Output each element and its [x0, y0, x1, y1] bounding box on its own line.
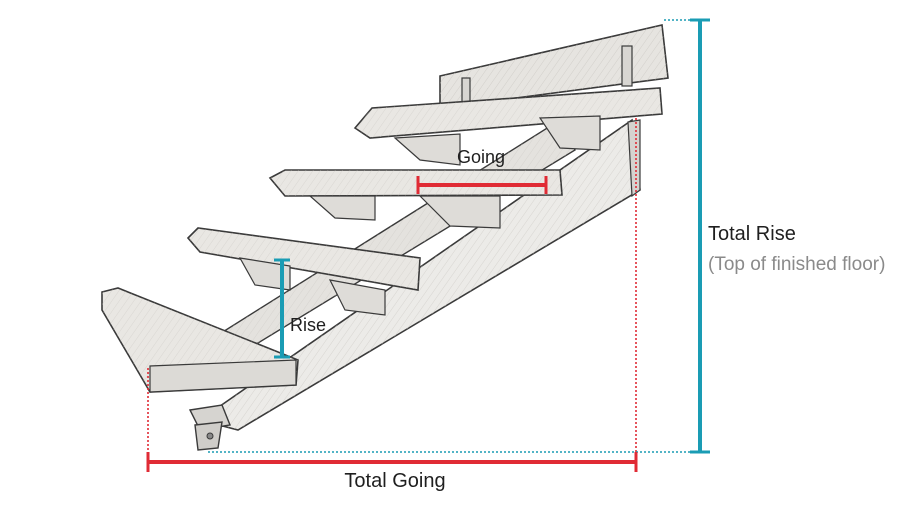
rise-dimension: [274, 258, 290, 359]
floor-beam: [439, 24, 669, 109]
tread-top: [353, 87, 663, 166]
going-dimension: [416, 176, 548, 194]
total-rise-label: Total Rise: [708, 223, 796, 245]
tread-second: [268, 169, 563, 229]
total-going-label: Total Going: [344, 470, 445, 492]
total-going-dimension: [146, 452, 638, 472]
total-rise-dimension: [690, 18, 710, 454]
tread-bottom: [101, 287, 299, 393]
base-bracket: [188, 404, 231, 451]
total-rise-note: (Top of finished floor): [708, 254, 885, 275]
tread-third: [186, 227, 421, 316]
rise-label: Rise: [290, 315, 326, 335]
going-label: Going: [457, 147, 505, 167]
